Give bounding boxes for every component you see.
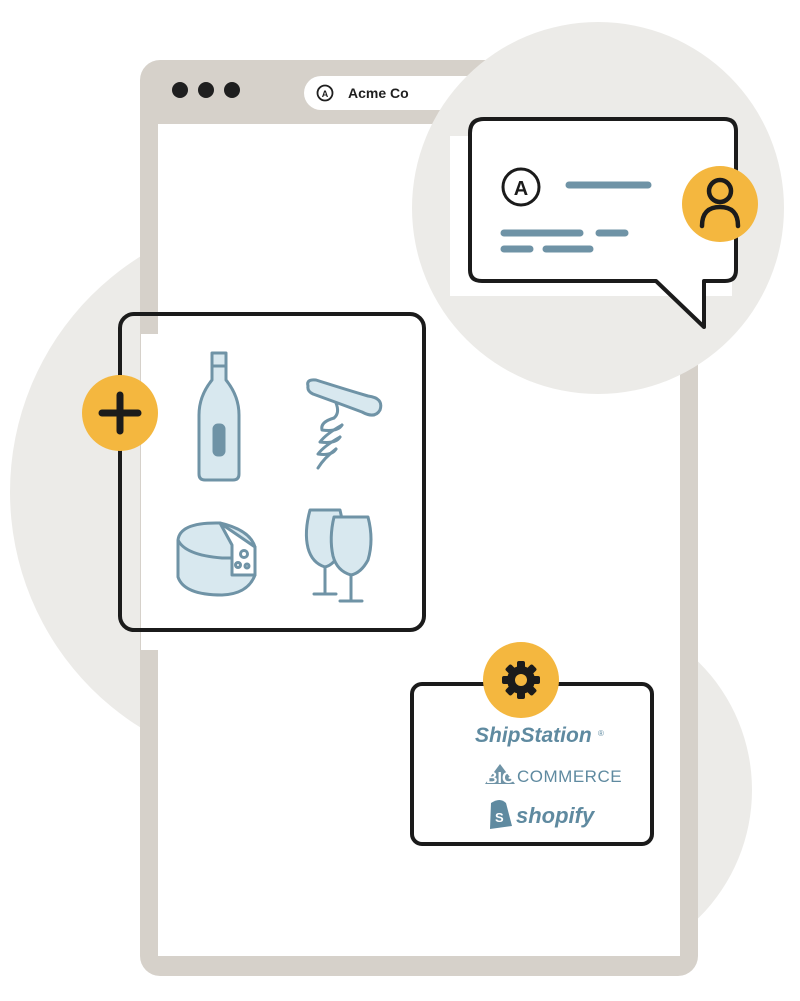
window-dot-3[interactable]	[224, 82, 240, 98]
product-panel	[82, 312, 443, 650]
gear-icon[interactable]	[483, 642, 559, 718]
wine-glasses-icon[interactable]	[304, 508, 373, 603]
avatar-icon	[501, 167, 541, 207]
shopify-logo[interactable]: S shopify	[490, 800, 596, 829]
shipstation-registered: ®	[598, 729, 604, 738]
product-panel-frame[interactable]	[118, 312, 426, 632]
bigcommerce-suffix: COMMERCE	[517, 767, 622, 786]
window-dot-2[interactable]	[198, 82, 214, 98]
svg-text:S: S	[495, 810, 504, 825]
product-panel-backdrop	[141, 334, 443, 650]
chat-bubble[interactable]	[468, 117, 738, 329]
shopify-bag-icon	[490, 800, 512, 829]
bigcommerce-prefix: BIG	[486, 770, 514, 787]
plus-icon[interactable]	[82, 375, 158, 451]
integrations-card: ShipStation ® BIG COMMERCE S shopify	[410, 642, 670, 852]
corkscrew-icon[interactable]	[306, 378, 383, 470]
bigcommerce-logo[interactable]: BIG COMMERCE	[485, 764, 622, 787]
window-dot-1[interactable]	[172, 82, 188, 98]
bigcommerce-mark	[485, 764, 515, 784]
avatar-letter: A	[514, 178, 528, 200]
site-badge-letter: A	[322, 89, 329, 99]
chat-text-lines	[500, 181, 652, 253]
wine-bottle-icon[interactable]	[197, 351, 241, 482]
shipstation-logo[interactable]: ShipStation	[475, 724, 592, 747]
shopify-label: shopify	[516, 803, 596, 828]
site-badge-icon	[316, 84, 334, 102]
chat-card-group: A	[412, 22, 784, 394]
cheese-icon[interactable]	[176, 521, 257, 597]
integrations-backdrop	[430, 700, 670, 852]
user-icon[interactable]	[682, 166, 758, 242]
window-title: Acme Co	[348, 85, 409, 101]
